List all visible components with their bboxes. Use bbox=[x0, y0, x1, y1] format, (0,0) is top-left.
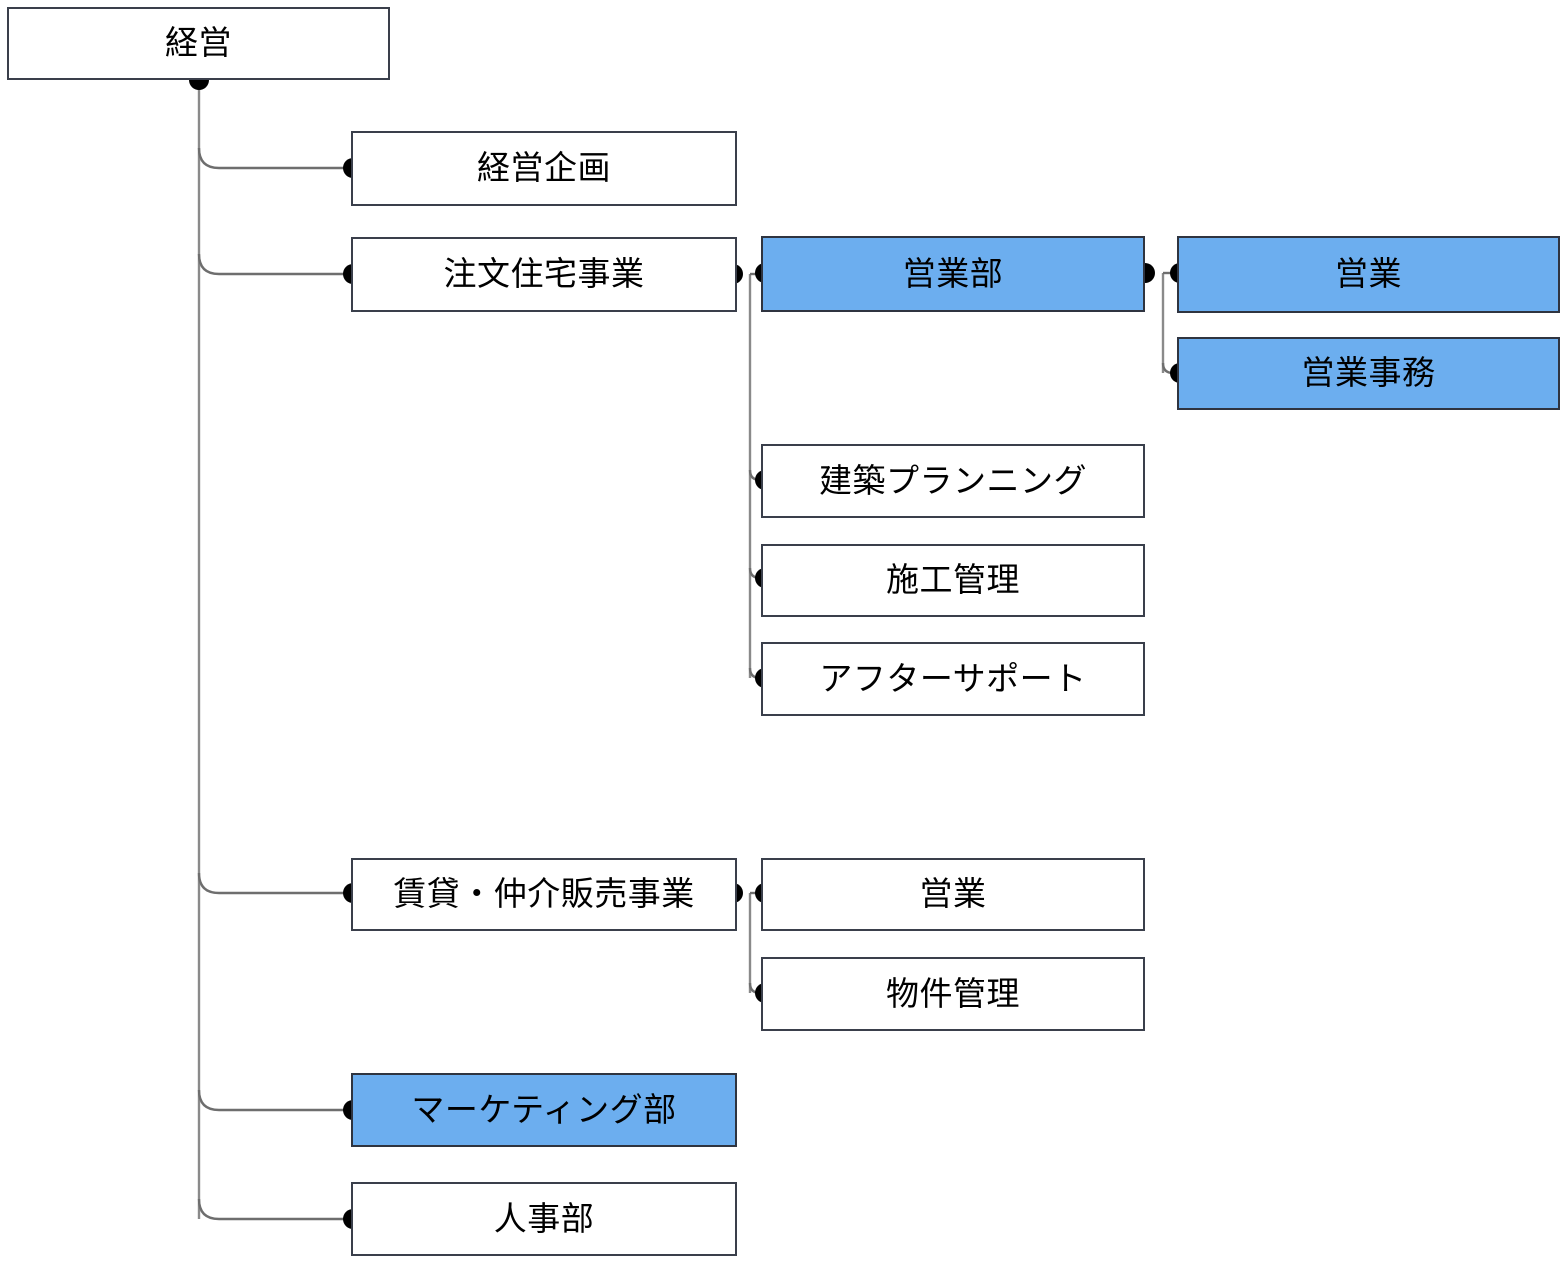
node-after-support-label: アフターサポート bbox=[819, 658, 1087, 698]
node-after-support[interactable]: アフターサポート bbox=[761, 642, 1145, 716]
node-jinji-bu-label: 人事部 bbox=[493, 1198, 595, 1238]
node-chintai-eigyou-label: 営業 bbox=[919, 874, 987, 913]
node-eigyou[interactable]: 営業 bbox=[1177, 236, 1560, 313]
node-keiei-kikaku[interactable]: 経営企画 bbox=[351, 131, 737, 206]
edge-eigyoubu-jimu bbox=[1161, 362, 1177, 375]
node-chintai-chukai[interactable]: 賃貸・仲介販売事業 bbox=[351, 858, 737, 931]
node-eigyou-label: 営業 bbox=[1335, 254, 1402, 293]
node-chumon-jutaku-label: 注文住宅事業 bbox=[443, 254, 645, 293]
node-kenchiku-planning-label: 建築プランニング bbox=[819, 460, 1087, 500]
edge-root-keiei-kikaku bbox=[197, 147, 351, 170]
edge-chintai-bukken bbox=[748, 982, 761, 995]
node-marketing-bu-label: マーケティング部 bbox=[411, 1089, 677, 1129]
edge-chumon-after bbox=[748, 667, 761, 680]
node-chintai-eigyou[interactable]: 営業 bbox=[761, 858, 1145, 931]
node-chintai-chukai-label: 賃貸・仲介販売事業 bbox=[393, 874, 695, 913]
node-jinji-bu[interactable]: 人事部 bbox=[351, 1182, 737, 1256]
node-eigyou-bu-label: 営業部 bbox=[902, 253, 1004, 293]
node-bukken-kanri[interactable]: 物件管理 bbox=[761, 957, 1145, 1031]
edge-root-jinji bbox=[197, 1198, 351, 1221]
node-bukken-kanri-label: 物件管理 bbox=[886, 973, 1020, 1013]
node-keiei-kikaku-label: 経営企画 bbox=[477, 148, 611, 187]
node-marketing-bu[interactable]: マーケティング部 bbox=[351, 1073, 737, 1147]
node-sekou-kanri[interactable]: 施工管理 bbox=[761, 544, 1145, 617]
edge-root-marketing bbox=[197, 1089, 351, 1112]
node-eigyou-jimu[interactable]: 営業事務 bbox=[1177, 337, 1560, 410]
node-eigyou-jimu-label: 営業事務 bbox=[1301, 353, 1436, 392]
edge-root-chumon-jutaku bbox=[197, 253, 351, 276]
node-root[interactable]: 経営 bbox=[7, 7, 390, 80]
node-root-label: 経営 bbox=[165, 23, 232, 62]
edge-chumon-kenchiku bbox=[748, 469, 761, 482]
node-sekou-kanri-label: 施工管理 bbox=[886, 560, 1020, 599]
edge-root-chintai bbox=[197, 872, 351, 895]
node-eigyou-bu[interactable]: 営業部 bbox=[761, 236, 1145, 312]
node-kenchiku-planning[interactable]: 建築プランニング bbox=[761, 444, 1145, 518]
node-chumon-jutaku[interactable]: 注文住宅事業 bbox=[351, 237, 737, 312]
edge-chumon-sekou bbox=[748, 567, 761, 580]
